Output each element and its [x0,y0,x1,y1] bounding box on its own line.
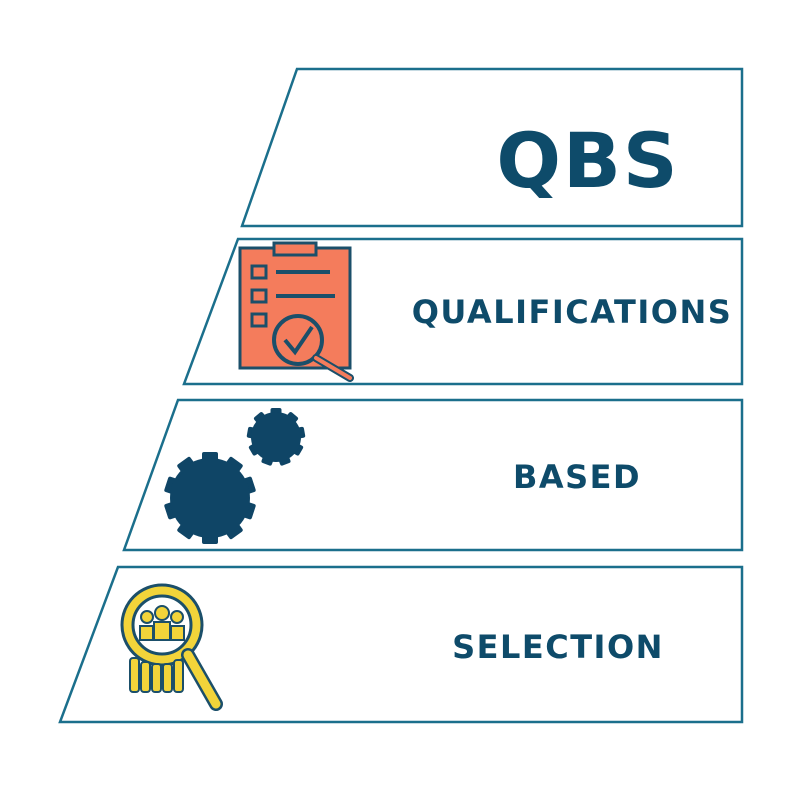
level-label-qualifications: QUALIFICATIONS [412,293,733,331]
band-title [240,67,744,228]
band-selection [58,565,744,724]
gears-icon [164,408,306,544]
clipboard-magnifier-icon [238,241,354,382]
level-label-selection: SELECTION [452,628,664,666]
title-text: QBS [496,116,679,205]
people-search-icon [120,583,223,711]
level-label-based: BASED [513,458,641,496]
